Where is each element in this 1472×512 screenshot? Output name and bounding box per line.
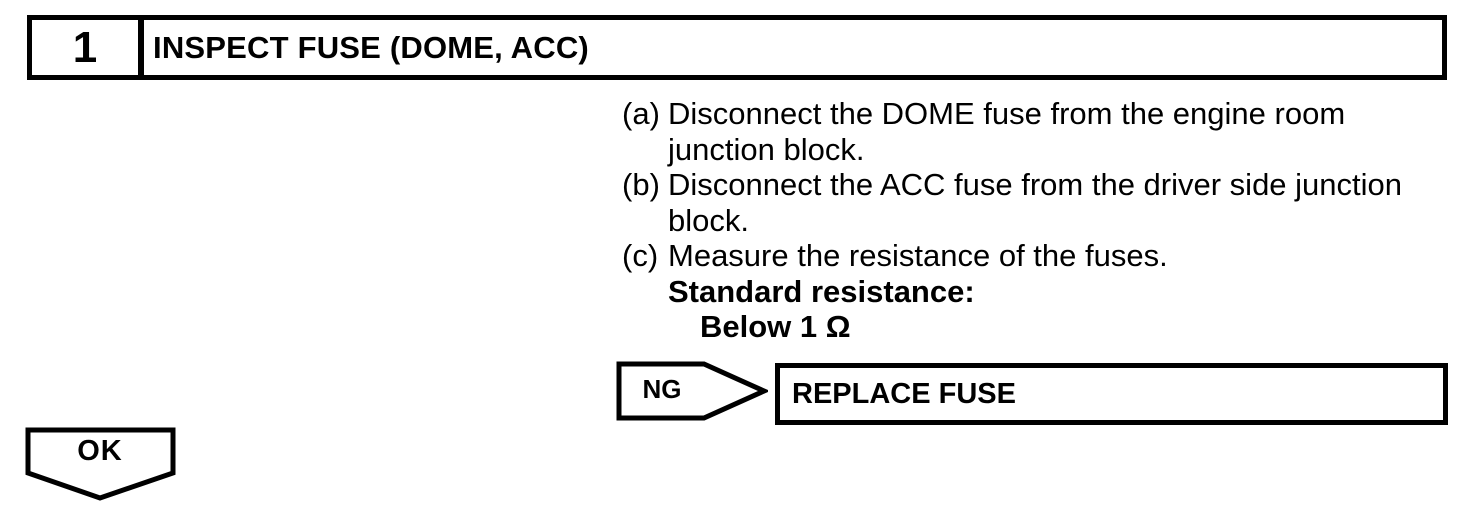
procedure-item-a: (a) Disconnect the DOME fuse from the en…	[622, 96, 1420, 167]
procedure-item-text: Disconnect the DOME fuse from the engine…	[668, 96, 1346, 167]
ok-pentagon-shape	[25, 427, 176, 501]
ng-action-text: REPLACE FUSE	[792, 377, 1016, 410]
step-title: INSPECT FUSE (DOME, ACC)	[153, 29, 589, 65]
procedure-item-text: Disconnect the ACC fuse from the driver …	[668, 167, 1403, 238]
spec-value: Below 1 Ω	[700, 309, 851, 344]
procedure-item-c: (c) Measure the resistance of the fuses.…	[622, 238, 1420, 345]
ng-action-box: REPLACE FUSE	[775, 363, 1448, 425]
ok-result-label: OK	[77, 434, 123, 467]
ng-arrow-shape	[616, 361, 768, 421]
step-header: 1 INSPECT FUSE (DOME, ACC)	[27, 15, 1447, 80]
ng-result-label: NG	[642, 373, 682, 404]
procedure-item-label: (a)	[622, 96, 660, 131]
spec-heading: Standard resistance:	[668, 273, 975, 309]
procedure-item-label: (b)	[622, 167, 660, 202]
procedure-item-text: Measure the resistance of the fuses. Sta…	[668, 238, 1420, 345]
procedure-item-label: (c)	[622, 238, 659, 273]
procedure-item-b: (b) Disconnect the ACC fuse from the dri…	[622, 167, 1420, 238]
procedure-item-text-line: Measure the resistance of the fuses.	[668, 238, 1168, 273]
step-number: 1	[32, 20, 144, 75]
procedure-list: (a) Disconnect the DOME fuse from the en…	[622, 96, 1420, 345]
